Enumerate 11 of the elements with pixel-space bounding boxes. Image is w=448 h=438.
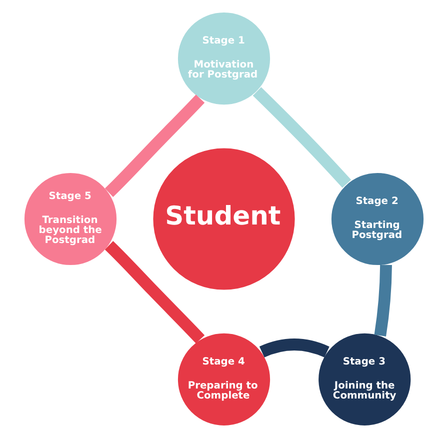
connector [374, 264, 392, 336]
connector [252, 87, 352, 188]
connector [104, 94, 205, 197]
connector [260, 338, 330, 358]
node-circle: Stage 1 Motivation for Postgrad [176, 12, 272, 106]
node-circle: Student [152, 147, 296, 291]
node-circle: Stage 4 Preparing to Complete [176, 332, 272, 426]
node-circle: Stage 5 Transition beyond the Postgrad [23, 172, 118, 266]
node-circle: Stage 3 Joining the Community [318, 332, 412, 426]
connector [104, 241, 205, 344]
node-circle: Stage 2 Starting Postgrad [330, 172, 425, 266]
